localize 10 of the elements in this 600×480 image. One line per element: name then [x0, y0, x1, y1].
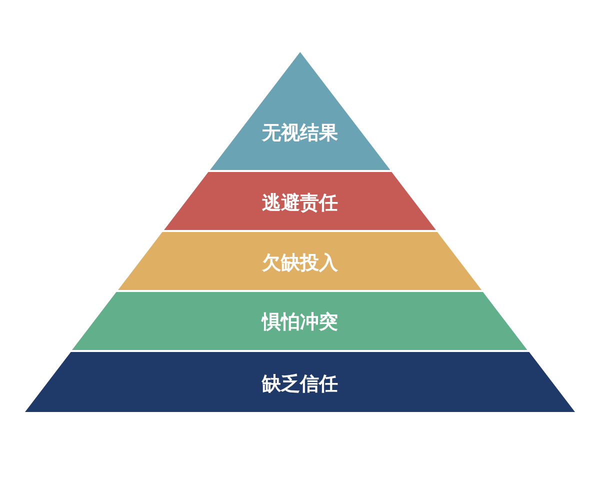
band-label: 惧怕冲突 — [262, 310, 338, 335]
pyramid-band — [25, 352, 575, 412]
pyramid-band — [72, 292, 528, 350]
band-label: 逃避责任 — [262, 191, 338, 216]
band-label: 欠缺投入 — [262, 251, 338, 276]
band-label: 无视结果 — [262, 121, 338, 146]
band-label: 缺乏信任 — [262, 372, 338, 397]
pyramid-band — [118, 232, 482, 290]
pyramid-band — [164, 172, 436, 230]
pyramid-band — [210, 52, 390, 170]
